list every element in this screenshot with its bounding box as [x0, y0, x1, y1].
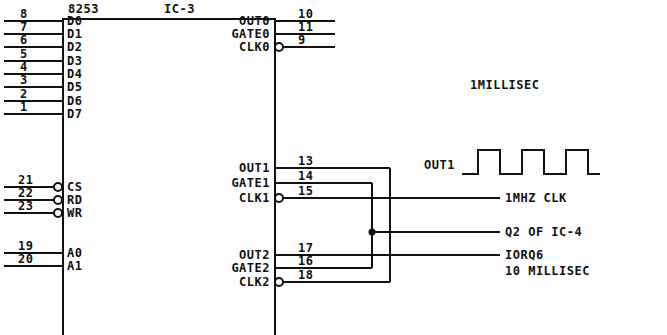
signal-name: Q2 OF IC-4 — [505, 225, 582, 239]
pin-number: 21 — [18, 173, 33, 187]
pin-name: D5 — [67, 80, 82, 94]
pin-number: 3 — [20, 73, 28, 87]
pin-name: CLK2 — [239, 275, 270, 289]
pin-name: A0 — [67, 246, 82, 260]
pin-name: OUT2 — [239, 248, 270, 262]
pin-name: D7 — [67, 107, 82, 121]
pin-number: 16 — [298, 254, 313, 268]
pin-name: OUT1 — [239, 161, 270, 175]
pin-name: A1 — [67, 259, 82, 273]
signal-name: 1MHZ CLK — [505, 191, 567, 205]
pin-number: 5 — [20, 47, 28, 61]
pin-number: 7 — [20, 20, 28, 34]
pin-name: D2 — [67, 40, 82, 54]
pin-name: CS — [67, 180, 82, 194]
pin-number: 22 — [18, 186, 33, 200]
pin-number: 14 — [298, 169, 313, 183]
pin-number: 6 — [20, 33, 28, 47]
pin-number: 10 — [298, 7, 313, 21]
pin-name: D4 — [67, 67, 82, 81]
pin-name: GATE0 — [231, 27, 270, 41]
pin-number: 9 — [298, 33, 306, 47]
pin-name: RD — [67, 193, 82, 207]
pin-number: 23 — [18, 199, 33, 213]
pin-number: 4 — [20, 60, 28, 74]
pin-name: OUT0 — [239, 14, 270, 28]
timing-note: 1MILLISEC — [470, 78, 540, 92]
pin-number: 13 — [298, 154, 313, 168]
pin-name: D3 — [67, 54, 82, 68]
chip-number: 8253 — [68, 2, 99, 16]
signal-name: OUT1 — [424, 158, 455, 172]
signal-name: IORQ6 — [505, 248, 544, 262]
pin-number: 20 — [18, 252, 33, 266]
pin-name: D6 — [67, 94, 82, 108]
pin-name: CLK0 — [239, 40, 270, 54]
pin-number: 2 — [20, 87, 28, 101]
pin-number: 1 — [20, 100, 28, 114]
pin-number: 8 — [20, 7, 28, 21]
pin-number: 17 — [298, 241, 313, 255]
pin-name: D1 — [67, 27, 82, 41]
pin-number: 11 — [298, 20, 313, 34]
pin-number: 18 — [298, 268, 313, 282]
pin-number: 19 — [18, 239, 33, 253]
pin-number: 15 — [298, 184, 313, 198]
pin-name: D0 — [67, 14, 82, 28]
pin-name: GATE1 — [231, 176, 270, 190]
pin-name: CLK1 — [239, 191, 270, 205]
pin-name: GATE2 — [231, 261, 270, 275]
pin-name: WR — [67, 206, 82, 220]
ic-designator: IC-3 — [164, 2, 195, 16]
timing-note: 10 MILLISEC — [505, 264, 590, 278]
